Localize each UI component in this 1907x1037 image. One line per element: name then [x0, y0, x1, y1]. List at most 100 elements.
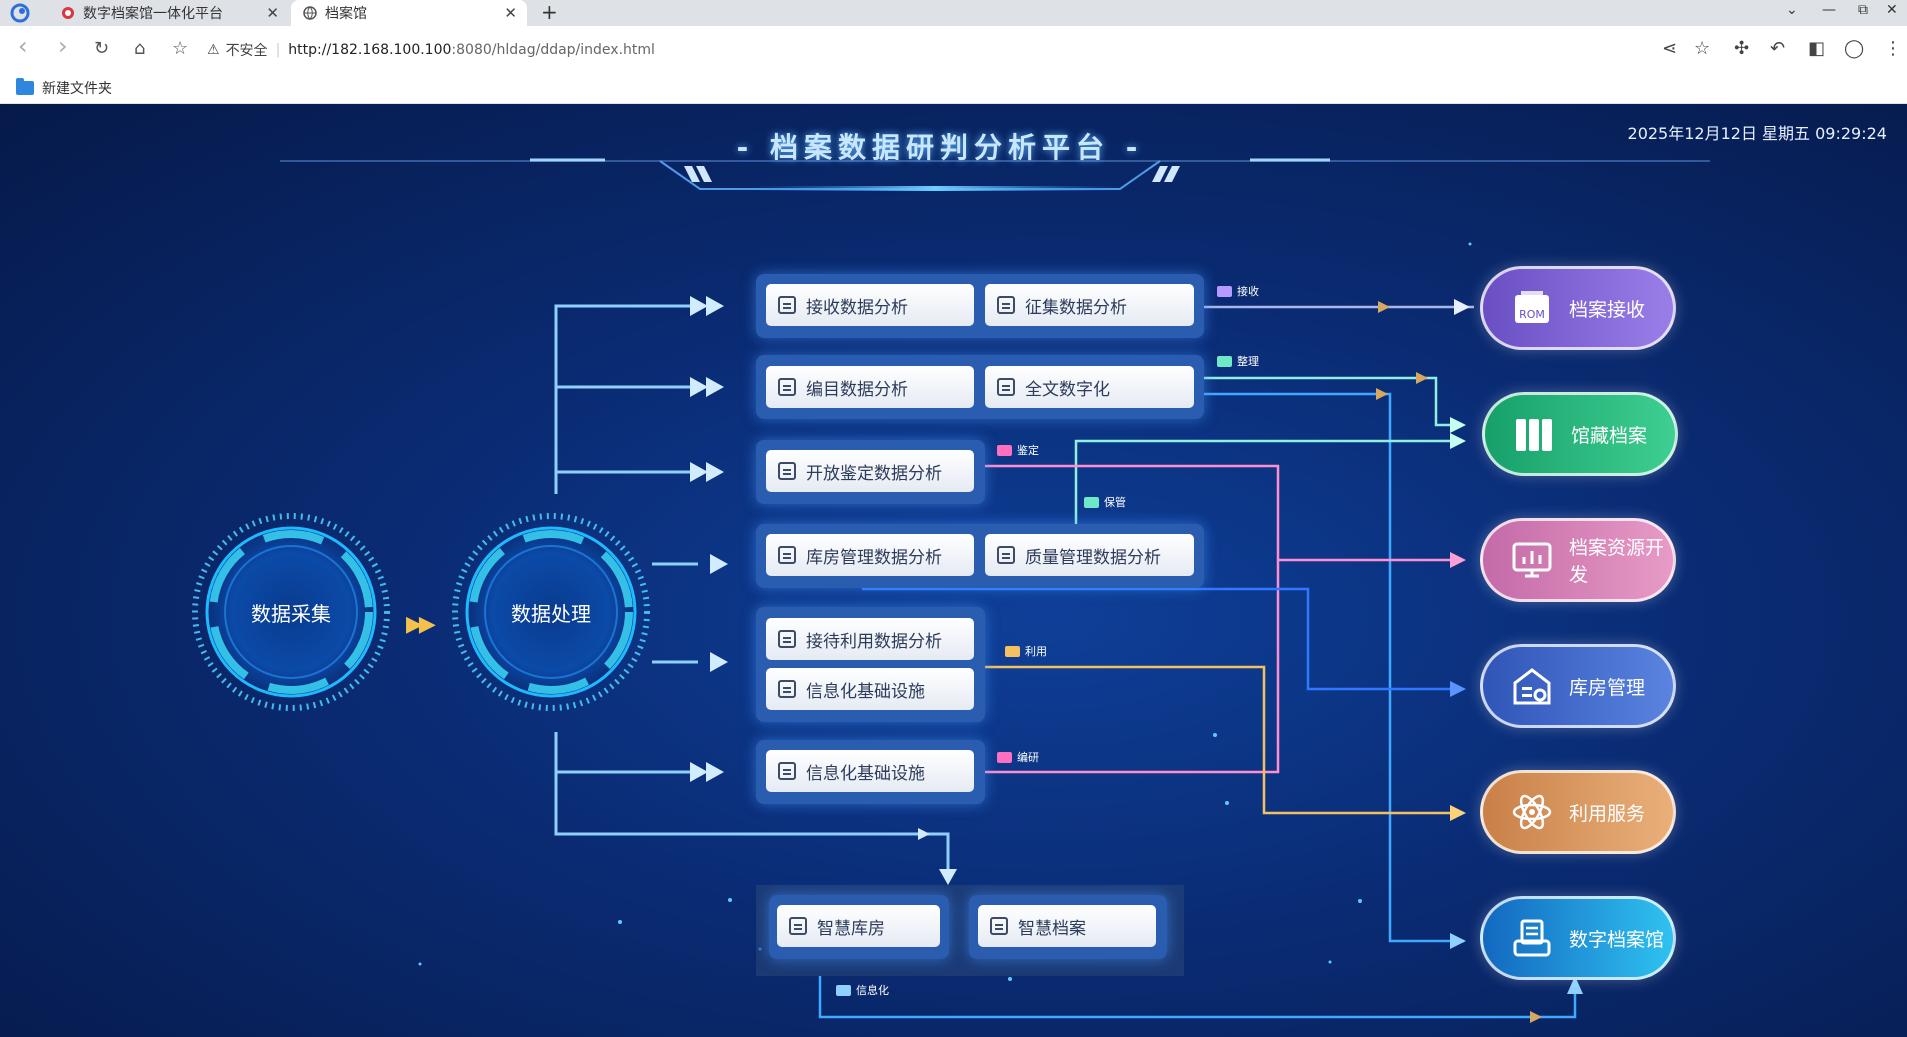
tag-label: 利用: [1025, 645, 1047, 658]
bookmark-folder[interactable]: 新建文件夹: [16, 78, 112, 98]
folder-icon: [1217, 285, 1232, 297]
extensions-icon[interactable]: ✣: [1734, 38, 1750, 59]
header-slash-left-icon: [684, 166, 712, 182]
document-icon: [778, 630, 796, 648]
undo-icon[interactable]: ↶: [1770, 38, 1786, 59]
card-label: 开放鉴定数据分析: [806, 463, 942, 484]
process-connectors: [554, 304, 950, 876]
sidebar-icon[interactable]: ◧: [1808, 38, 1826, 59]
tab-list-dropdown-icon[interactable]: ⌄: [1786, 2, 1798, 18]
minimize-button[interactable]: —: [1822, 2, 1836, 18]
card-label: 库房管理数据分析: [806, 547, 942, 568]
folder-icon: [1084, 496, 1099, 508]
pill-use-service[interactable]: 利用服务: [1480, 770, 1676, 854]
card-label: 编目数据分析: [806, 379, 908, 400]
database-icon: [997, 296, 1015, 314]
card-infrastructure-2[interactable]: 信息化基础设施: [766, 750, 974, 792]
browser-toolbar: ‹ › ↻ ⌂ ☆ ⚠ 不安全 | http://182.168.100.100…: [0, 26, 1907, 72]
bookmark-folder-label: 新建文件夹: [42, 81, 112, 97]
forward-button[interactable]: ›: [58, 32, 68, 60]
binders-icon: [1511, 411, 1557, 457]
pill-storage-management[interactable]: 库房管理: [1480, 644, 1676, 728]
warehouse-gear-icon: [1509, 663, 1555, 709]
restore-button[interactable]: ⧉: [1858, 2, 1868, 18]
card-infrastructure[interactable]: 信息化基础设施: [766, 668, 974, 710]
rom-disc-icon: ROM: [1509, 285, 1555, 331]
pill-label: 档案资源开发: [1569, 537, 1665, 586]
close-window-button[interactable]: ✕: [1886, 2, 1898, 18]
card-smart-archive[interactable]: 智慧档案: [978, 905, 1156, 947]
card-collect-analysis[interactable]: 征集数据分析: [985, 284, 1194, 326]
favorite-star-icon[interactable]: ☆: [1694, 38, 1711, 59]
server-icon: [789, 917, 807, 935]
flow-diagram: [192, 158, 1710, 1023]
pill-digital-archive[interactable]: 数字档案馆: [1480, 896, 1676, 980]
tag-label: 鉴定: [1017, 444, 1039, 457]
browser-logo-icon: [10, 3, 30, 23]
card-label: 信息化基础设施: [806, 681, 925, 702]
home-button[interactable]: ⌂: [134, 38, 146, 59]
browser-tab-bar: 数字档案馆一体化平台 ✕ 档案馆 ✕ + ⌄ — ⧉ ✕: [0, 0, 1907, 26]
tag-receive: 接收: [1217, 283, 1259, 299]
card-reception-use-analysis[interactable]: 接待利用数据分析: [766, 618, 974, 660]
menu-icon[interactable]: ⋮: [1884, 38, 1902, 59]
url-path: :8080/hldag/ddap/index.html: [451, 42, 655, 58]
tab-title: 数字档案馆一体化平台: [83, 6, 223, 22]
card-open-appraisal-analysis[interactable]: 开放鉴定数据分析: [766, 450, 974, 492]
folder-icon: [16, 78, 34, 95]
header-slash-right-icon: [1152, 166, 1180, 182]
tab-close-icon[interactable]: ✕: [504, 4, 517, 22]
book-icon: [778, 378, 796, 396]
card-catalog-analysis[interactable]: 编目数据分析: [766, 366, 974, 408]
folder-icon: [997, 444, 1012, 456]
security-label: 不安全: [225, 43, 268, 59]
tab-digital-archive-platform[interactable]: 数字档案馆一体化平台 ✕: [49, 0, 289, 26]
profile-icon[interactable]: ◯: [1844, 38, 1865, 59]
reload-button[interactable]: ↻: [94, 38, 110, 59]
warning-icon: ⚠: [207, 42, 220, 58]
tag-arrange: 整理: [1217, 353, 1259, 369]
tag-label: 保管: [1104, 496, 1126, 509]
new-tab-button[interactable]: +: [541, 0, 558, 24]
card-receive-analysis[interactable]: 接收数据分析: [766, 284, 974, 326]
output-arrowheads: [1376, 299, 1583, 1023]
pill-label: 数字档案馆: [1569, 928, 1665, 951]
monitor-chart-icon: [1509, 537, 1555, 583]
bookmarks-bar: 新建文件夹: [0, 72, 1907, 104]
folder-icon: [836, 984, 851, 996]
pill-resource-development[interactable]: 档案资源开发: [1480, 518, 1676, 602]
pill-label: 档案接收: [1569, 298, 1646, 321]
card-smart-storage[interactable]: 智慧库房: [777, 905, 940, 947]
card-label: 信息化基础设施: [806, 763, 925, 784]
process-arrowheads: [690, 296, 957, 885]
address-bar[interactable]: ⚠ 不安全 | http://182.168.100.100 :8080/hld…: [207, 34, 1667, 66]
book-icon: [997, 378, 1015, 396]
share-icon[interactable]: ⋖: [1662, 38, 1678, 59]
ring-data-collection[interactable]: [192, 513, 390, 711]
tag-research: 编研: [997, 749, 1039, 765]
back-button[interactable]: ‹: [18, 32, 28, 60]
card-label: 接收数据分析: [806, 297, 908, 318]
output-connectors: [818, 305, 1577, 1019]
tag-label: 整理: [1237, 355, 1259, 368]
tab-archive-hall[interactable]: 档案馆 ✕: [291, 0, 527, 26]
folder-icon: [997, 751, 1012, 763]
svg-text:ROM: ROM: [1519, 308, 1545, 321]
record-favicon-icon: [62, 7, 74, 19]
card-storage-management-analysis[interactable]: 库房管理数据分析: [766, 534, 974, 576]
card-quality-management-analysis[interactable]: 质量管理数据分析: [985, 534, 1194, 576]
pill-archive-receive[interactable]: ROM 档案接收: [1480, 266, 1676, 350]
card-label: 质量管理数据分析: [1025, 547, 1161, 568]
tag-label: 接收: [1237, 285, 1259, 298]
card-label: 智慧库房: [817, 918, 885, 939]
page-title: - 档案数据研判分析平台 -: [736, 131, 1144, 164]
ring-data-processing[interactable]: [452, 513, 650, 711]
tag-label: 编研: [1017, 751, 1039, 764]
bookmark-star-button[interactable]: ☆: [172, 38, 189, 59]
url-host: http://182.168.100.100: [288, 42, 452, 58]
tab-close-icon[interactable]: ✕: [266, 4, 279, 22]
datetime-display: 2025年12月12日 星期五 09:29:24: [1627, 124, 1887, 143]
ring-label-collect: 数据采集: [251, 602, 331, 626]
pill-collection-archive[interactable]: 馆藏档案: [1482, 392, 1678, 476]
card-fulltext-digitization[interactable]: 全文数字化: [985, 366, 1194, 408]
